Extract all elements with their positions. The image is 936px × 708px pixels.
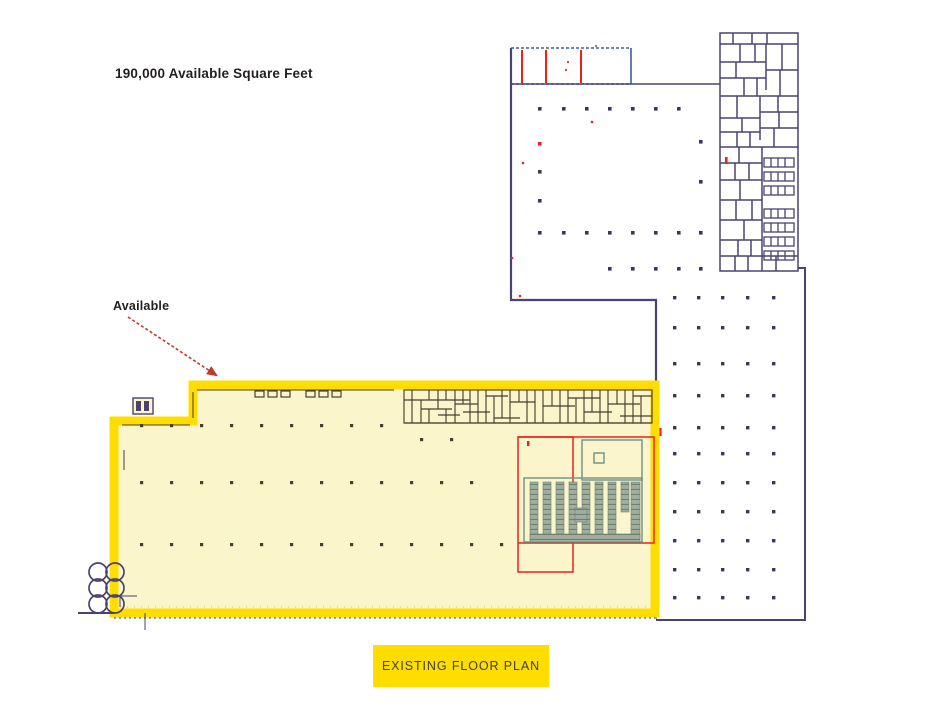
- exterior-dimension-lines: [114, 595, 655, 630]
- north-warehouse-block: [509, 45, 720, 382]
- rack-storage-zone: [529, 481, 641, 543]
- available-warehouse-block: [109, 380, 660, 618]
- available-pointer-arrow: [127, 316, 219, 377]
- east-warehouse-block: [655, 267, 806, 621]
- available-callout-label: Available: [113, 299, 170, 313]
- north-column-grid: [538, 107, 703, 271]
- west-equipment-room: [132, 397, 154, 415]
- existing-floor-plan-caption[interactable]: EXISTING FLOOR PLAN: [373, 645, 549, 687]
- dock-door-symbols: [254, 390, 342, 398]
- loading-dock-bays: [725, 157, 795, 261]
- east-column-grid: [673, 296, 776, 600]
- rack-enclosure-outline: [523, 439, 643, 543]
- north-entry-mullions: [521, 50, 582, 83]
- page-title: 190,000 Available Square Feet: [115, 66, 313, 81]
- tank-cluster: [88, 562, 125, 614]
- northeast-office-block: [719, 32, 799, 272]
- rack-zone-outline: [517, 436, 655, 573]
- available-column-grid: [140, 424, 504, 547]
- office-strip: [403, 389, 653, 424]
